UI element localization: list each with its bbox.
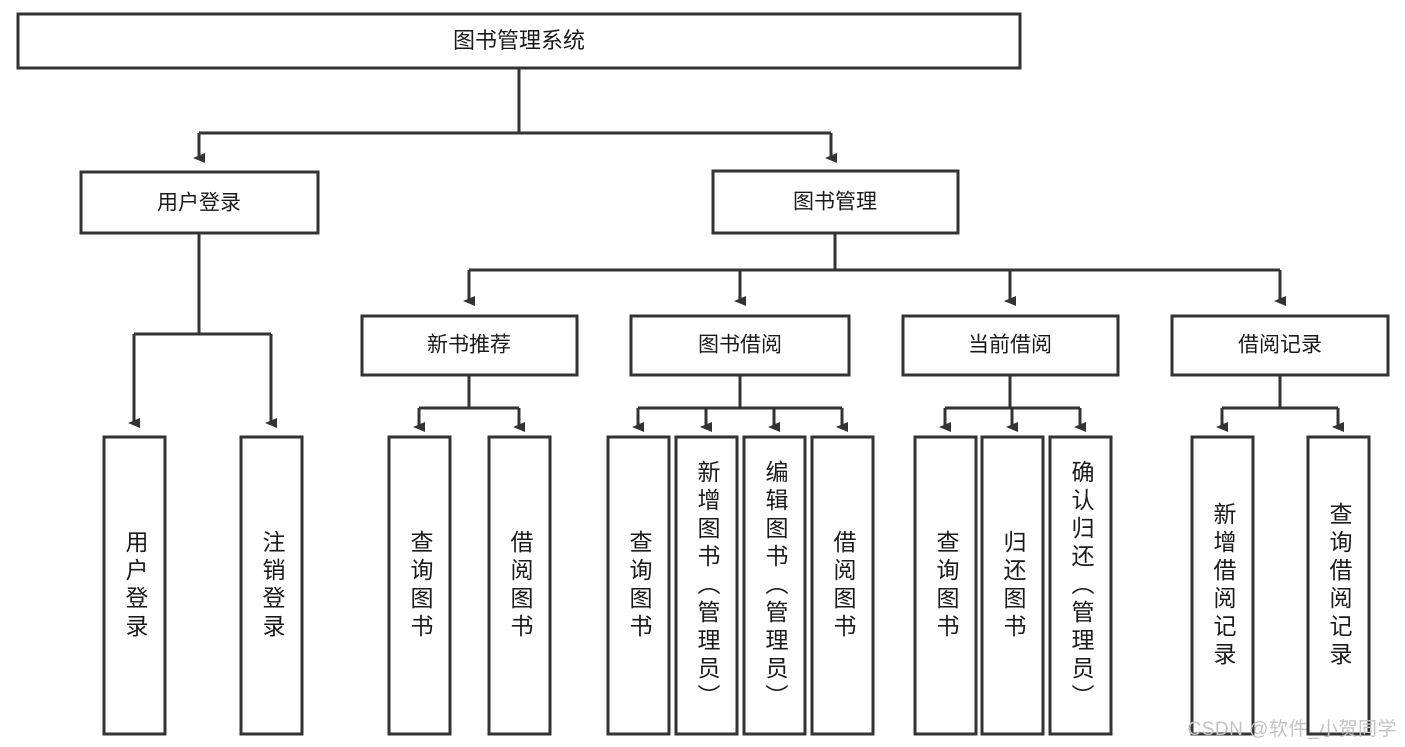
node-book-borrow-label: 图书借阅 (698, 334, 782, 357)
connector-user-login-to-leaves (128, 233, 277, 428)
connector-book-manage-to-level3 (463, 233, 1286, 306)
leaf-box-current-borrow-1[interactable] (980, 435, 1045, 736)
leaf-box-current-borrow-0[interactable] (913, 435, 978, 736)
leaf-box-new-book-0[interactable] (387, 435, 452, 736)
node-root-label: 图书管理系统 (453, 28, 585, 53)
node-book-manage-box[interactable] (711, 169, 960, 235)
node-borrow-record-label: 借阅记录 (1238, 334, 1322, 357)
leaf-box-borrow-record-0[interactable] (1190, 435, 1255, 736)
node-user-login-label: 用户登录 (157, 192, 241, 215)
node-current-borrow-label: 当前借阅 (968, 334, 1052, 357)
connector-current-borrow-to-leaves (939, 375, 1086, 432)
node-root-box[interactable] (16, 12, 1022, 70)
leaf-box-user-login-0[interactable] (102, 435, 167, 736)
node-current-borrow-box[interactable] (901, 314, 1120, 377)
node-borrow-record-box[interactable] (1170, 314, 1390, 377)
csdn-watermark: CSDN @软件_小贺同学 (1187, 719, 1397, 740)
leaf-box-book-borrow-0[interactable] (606, 435, 671, 736)
node-current-borrow[interactable]: 当前借阅 (901, 314, 1120, 377)
leaf-box-book-borrow-2[interactable] (742, 435, 807, 736)
node-new-book-recommend-label: 新书推荐 (427, 334, 511, 357)
connector-new-book-to-leaves (413, 375, 525, 432)
node-book-borrow[interactable]: 图书借阅 (629, 314, 851, 377)
connector-root-to-level2 (193, 68, 837, 163)
node-root[interactable]: 图书管理系统 (16, 12, 1022, 70)
leaf-box-user-login-1[interactable] (239, 435, 304, 736)
node-new-book-recommend-box[interactable] (360, 314, 579, 377)
leaf-box-current-borrow-2[interactable] (1048, 435, 1113, 736)
leaf-box-borrow-record-1[interactable] (1306, 435, 1371, 736)
node-borrow-record[interactable]: 借阅记录 (1170, 314, 1390, 377)
connector-borrow-record-to-leaves (1216, 375, 1344, 432)
leaf-box-book-borrow-1[interactable] (674, 435, 739, 736)
connector-book-borrow-to-leaves (632, 375, 848, 432)
node-book-manage-label: 图书管理 (793, 191, 877, 214)
leaf-box-book-borrow-3[interactable] (810, 435, 875, 736)
leaf-box-new-book-1[interactable] (487, 435, 552, 736)
node-book-borrow-box[interactable] (629, 314, 851, 377)
node-new-book-recommend[interactable]: 新书推荐 (360, 314, 579, 377)
node-user-login[interactable]: 用户登录 (79, 170, 320, 235)
node-book-manage[interactable]: 图书管理 (711, 169, 960, 235)
